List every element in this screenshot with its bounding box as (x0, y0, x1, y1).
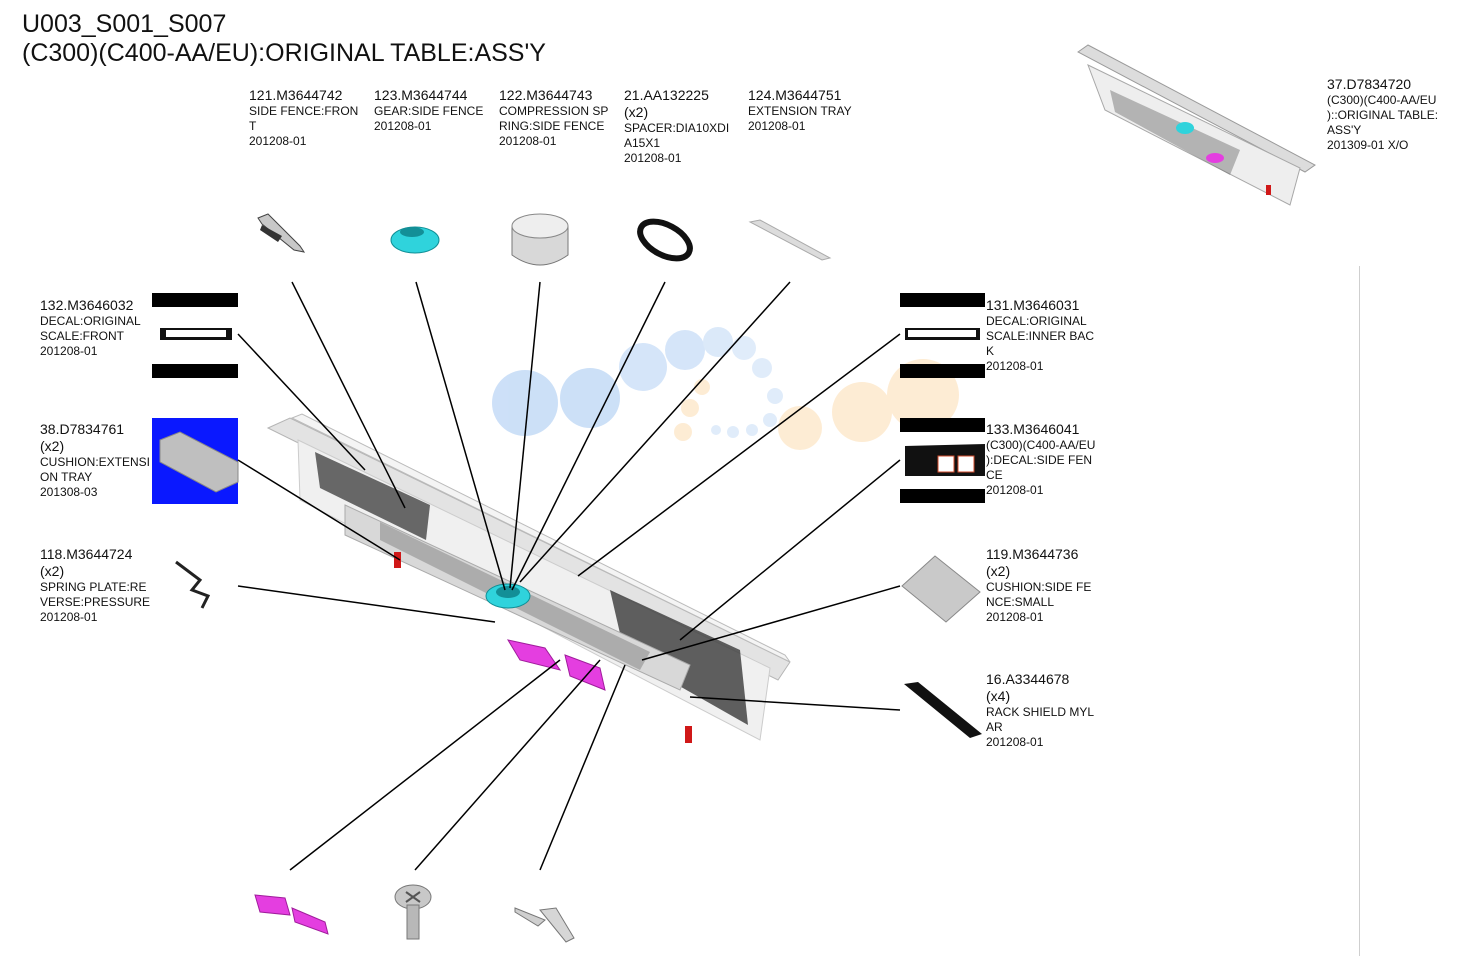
extension-tray-icon (748, 219, 832, 261)
part-number: 131.M3646031 (986, 297, 1080, 313)
part-name-line: EXTENSION TRAY (748, 104, 852, 118)
part-label: 133.M3646041(C300)(C400-AA/EU):DECAL:SID… (986, 421, 1095, 498)
part-name-line: A15X1 (624, 136, 661, 150)
part-number: 121.M3644742 (249, 87, 343, 103)
part-name-line: (C300)(C400-AA/EU (986, 438, 1096, 452)
part-quantity: (x2) (986, 563, 1011, 579)
part-date: 201308-03 (40, 485, 98, 499)
part-name-line: GEAR:SIDE FENCE (374, 104, 484, 118)
bracket-icon (514, 907, 575, 943)
part-date: 201208-01 (986, 483, 1044, 497)
part-name-line: SIDE FENCE:FRON (249, 104, 359, 118)
part-name-line: DECAL:ORIGINAL (986, 314, 1087, 328)
part-name-line: ):DECAL:SIDE FEN (986, 453, 1093, 467)
part-number: 21.AA132225 (624, 87, 709, 103)
part-name-line: ON TRAY (40, 470, 93, 484)
part-date: 201208-01 (40, 610, 98, 624)
part-name-line: DECAL:ORIGINAL (40, 314, 141, 328)
part-number: 133.M3646041 (986, 421, 1080, 437)
part-number: 124.M3644751 (748, 87, 842, 103)
part-name-line: COMPRESSION SP (499, 104, 609, 118)
spring-icon (511, 213, 569, 266)
decal-side-fence-icon (900, 418, 985, 503)
spring-plate-icon (175, 560, 211, 609)
part-number: 119.M3644736 (986, 546, 1079, 562)
part-name-line: CE (986, 468, 1003, 482)
original-table-assembly (266, 413, 791, 743)
part-name-line: ASS'Y (1327, 123, 1362, 137)
part-number: 122.M3644743 (499, 87, 593, 103)
part-number: 132.M3646032 (40, 297, 134, 313)
part-number: 16.A3344678 (986, 671, 1070, 687)
part-date: 201208-01 (986, 359, 1044, 373)
part-name-line: K (986, 344, 995, 358)
part-name-line: (C300)(C400-AA/EU (1327, 93, 1437, 107)
part-date: 201208-01 (986, 735, 1044, 749)
part-date: 201309-01 X/O (1327, 138, 1409, 152)
spacer-ring-icon (637, 218, 693, 262)
part-quantity: (x2) (40, 438, 65, 454)
part-name-line: SPRING PLATE:RE (40, 580, 147, 594)
screw-icon (394, 884, 432, 940)
part-quantity: (x4) (986, 688, 1011, 704)
decal-inner-back-icon (900, 293, 985, 378)
part-date: 201208-01 (986, 610, 1044, 624)
part-name-line: SCALE:INNER BAC (986, 329, 1095, 343)
part-name-line: SPACER:DIA10XDI (624, 121, 730, 135)
part-date: 201208-01 (499, 134, 557, 148)
decal-front-icon (152, 293, 238, 378)
part-date: 201208-01 (374, 119, 432, 133)
part-name-line: NCE:SMALL (986, 595, 1055, 609)
part-name-line: RACK SHIELD MYL (986, 705, 1095, 719)
part-date: 201208-01 (624, 151, 682, 165)
magenta-gear-icon (254, 894, 329, 935)
side-fence-icon (257, 213, 306, 253)
diagram-title: (C300)(C400-AA/EU):ORIGINAL TABLE:ASS'Y (22, 39, 546, 67)
part-quantity: (x2) (40, 563, 65, 579)
part-name-line: CUSHION:SIDE FE (986, 580, 1092, 594)
part-name-line: SCALE:FRONT (40, 329, 125, 343)
part-number: 37.D7834720 (1327, 76, 1412, 92)
part-date: 201208-01 (40, 344, 98, 358)
diagram-code: U003_S001_S007 (22, 10, 227, 38)
part-name-line: AR (986, 720, 1003, 734)
mylar-icon (904, 682, 982, 738)
page-divider (1359, 266, 1360, 956)
leader-lines (237, 281, 901, 871)
part-number: 38.D7834761 (40, 421, 125, 437)
part-number: 118.M3644724 (40, 546, 133, 562)
part-date: 201208-01 (249, 134, 307, 148)
part-number: 123.M3644744 (374, 87, 468, 103)
page-title: U003_S001_S007 (C300)(C400-AA/EU):ORIGIN… (22, 10, 546, 68)
part-date: 201208-01 (748, 119, 806, 133)
assembly-thumbnail-icon (1077, 44, 1316, 206)
part-name-line: T (249, 119, 257, 133)
part-name-line: RING:SIDE FENCE (499, 119, 605, 133)
part-quantity: (x2) (624, 104, 649, 120)
cushion-icon (152, 418, 239, 504)
part-name-line: )::ORIGINAL TABLE: (1327, 108, 1439, 122)
cushion-small-icon (901, 555, 981, 623)
part-name-line: VERSE:PRESSURE (40, 595, 151, 609)
gear-icon (390, 226, 440, 254)
part-name-line: CUSHION:EXTENSI (40, 455, 151, 469)
part-label: 37.D7834720(C300)(C400-AA/EU)::ORIGINAL … (1327, 76, 1438, 153)
